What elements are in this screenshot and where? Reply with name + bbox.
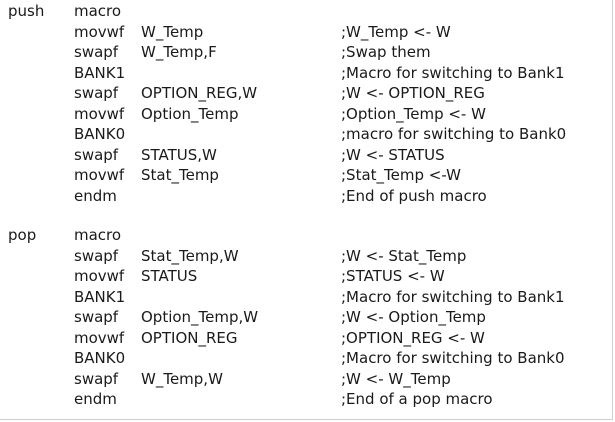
code-comment: ;W <- STATUS <box>341 145 445 164</box>
code-line: swapf W_Temp,F ;Swap them <box>0 42 615 63</box>
code-line: movwf Stat_Temp ;Stat_Temp <-W <box>0 165 615 186</box>
code-operand: W_Temp <box>141 22 204 41</box>
code-mnemonic: movwf <box>74 104 125 123</box>
code-line: endm ;End of push macro <box>0 186 615 207</box>
code-mnemonic: macro <box>74 226 122 244</box>
code-comment: ;Option_Temp <- W <box>341 104 486 123</box>
code-operand: Option_Temp <box>141 104 239 123</box>
code-line: push macro <box>0 1 615 22</box>
code-comment: ;OPTION_REG <- W <box>341 328 485 347</box>
code-comment: ;Macro for switching to Bank1 <box>341 287 565 306</box>
code-line: swapf W_Temp,W ;W <- W_Temp <box>0 369 615 390</box>
code-comment: ;End of a pop macro <box>341 390 493 408</box>
code-operand: Option_Temp,W <box>141 308 259 326</box>
code-line: BANK0 ;Macro for switching to Bank0 <box>0 348 615 369</box>
code-operand: Stat_Temp,W <box>141 246 239 265</box>
code-mnemonic: endm <box>74 186 117 205</box>
code-mnemonic: movwf <box>74 166 125 184</box>
code-line: BANK0 ;macro for switching to Bank0 <box>0 124 615 145</box>
code-comment: ;W <- W_Temp <box>341 369 451 388</box>
code-line: movwf W_Temp ;W_Temp <- W <box>0 22 615 43</box>
code-line: BANK1 ;Macro for switching to Bank1 <box>0 287 615 308</box>
code-mnemonic: endm <box>74 390 117 408</box>
code-mnemonic: swapf <box>74 369 119 388</box>
code-mnemonic: movwf <box>74 328 125 347</box>
code-comment: ;End of push macro <box>341 186 487 205</box>
push-macro-block: push macro movwf W_Temp ;W_Temp <- W swapf W_T… <box>0 1 615 206</box>
code-mnemonic: swapf <box>74 43 119 61</box>
code-mnemonic: BANK1 <box>74 287 126 306</box>
code-mnemonic: swapf <box>74 246 119 265</box>
code-mnemonic: BANK0 <box>74 349 126 367</box>
code-comment: ;STATUS <- W <box>341 267 445 285</box>
code-label: push <box>8 2 45 20</box>
code-line: movwf Option_Temp ;Option_Temp <- W <box>0 104 615 125</box>
code-line: swapf Option_Temp,W ;W <- Option_Temp <box>0 307 615 328</box>
code-comment: ;Stat_Temp <-W <box>341 166 461 184</box>
code-comment: ;W <- OPTION_REG <box>341 84 485 102</box>
code-mnemonic: movwf <box>74 267 125 285</box>
code-operand: OPTION_REG,W <box>141 84 258 102</box>
code-mnemonic: swapf <box>74 308 119 326</box>
code-comment: ;Swap them <box>341 43 431 61</box>
code-mnemonic: BANK1 <box>74 63 126 82</box>
code-operand: W_Temp,F <box>141 43 217 61</box>
code-line: swapf STATUS,W ;W <- STATUS <box>0 145 615 166</box>
code-comment: ;macro for switching to Bank0 <box>341 125 567 143</box>
code-mnemonic: BANK0 <box>74 125 126 143</box>
code-comment: ;W <- Stat_Temp <box>341 246 467 265</box>
code-comment: ;Macro for switching to Bank0 <box>341 349 565 367</box>
code-comment: ;W_Temp <- W <box>341 22 451 41</box>
code-operand: OPTION_REG <box>141 328 238 347</box>
code-operand: W_Temp,W <box>141 369 223 388</box>
code-operand: STATUS <box>141 267 198 285</box>
code-mnemonic: movwf <box>74 22 125 41</box>
code-mnemonic: macro <box>74 2 122 20</box>
code-line: BANK1 ;Macro for switching to Bank1 <box>0 63 615 84</box>
code-line: pop macro <box>0 225 615 246</box>
code-comment: ;W <- Option_Temp <box>341 308 486 326</box>
code-operand: STATUS,W <box>141 145 217 164</box>
code-line: swapf OPTION_REG,W ;W <- OPTION_REG <box>0 83 615 104</box>
code-line: endm ;End of a pop macro <box>0 389 615 410</box>
code-line: swapf Stat_Temp,W ;W <- Stat_Temp <box>0 246 615 267</box>
code-operand: Stat_Temp <box>141 166 219 184</box>
code-line: movwf STATUS ;STATUS <- W <box>0 266 615 287</box>
code-mnemonic: swapf <box>74 84 119 102</box>
code-line: movwf OPTION_REG ;OPTION_REG <- W <box>0 328 615 349</box>
code-comment: ;Macro for switching to Bank1 <box>341 63 565 82</box>
code-label: pop <box>8 226 37 244</box>
code-mnemonic: swapf <box>74 145 119 164</box>
